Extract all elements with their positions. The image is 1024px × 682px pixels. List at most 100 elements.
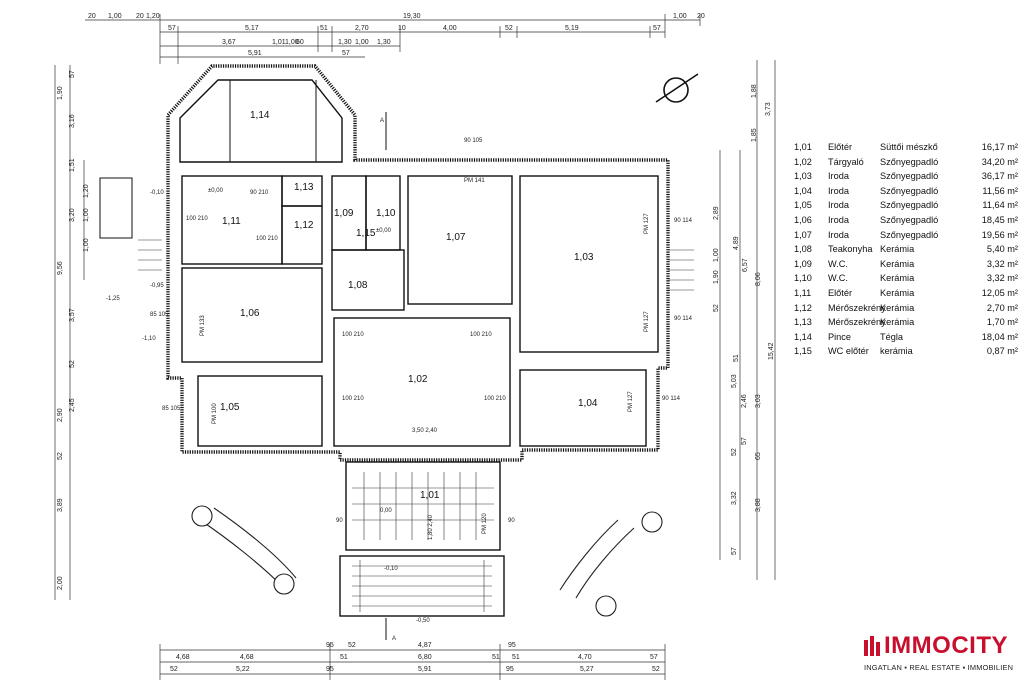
room-name: Iroda: [828, 214, 849, 225]
dimension-lines-right: [719, 60, 776, 580]
dim-bottom-2: 95: [508, 642, 516, 649]
dim-left-10: 2,45: [69, 398, 76, 412]
dim-right-11: 51: [733, 354, 740, 362]
room-number: 1,05: [794, 200, 812, 211]
level-4: -1,10: [142, 336, 156, 342]
dim-right-8: 8,06: [755, 272, 762, 286]
room-label: 1,12: [294, 220, 314, 231]
room-number: 1,13: [794, 317, 812, 328]
dim-right-20: 57: [731, 547, 738, 555]
dim-left-14: 3,89: [57, 498, 64, 512]
room-name: WC előtér: [828, 346, 869, 357]
dim-left-0: 57: [69, 70, 76, 78]
dim-top4-1: 57: [342, 50, 350, 57]
section-mark-top: A: [380, 118, 384, 124]
room-area: 3,32 m²: [986, 258, 1018, 269]
room-name: Teakonyha: [828, 244, 873, 255]
room-1-04-walls: [519, 369, 647, 447]
room-number: 1,10: [794, 273, 812, 284]
opening-7: 100 210: [342, 396, 364, 402]
dim-bottom-3: 4,87: [418, 642, 432, 649]
room-material: Szőnyegpadló: [880, 156, 939, 167]
dim-left-15: 2,00: [57, 576, 64, 590]
room-name: Iroda: [828, 200, 849, 211]
dim-right-14: 57: [741, 437, 748, 445]
room-schedule-row: 1,15 WC előtér kerámia 0,87 m²: [794, 344, 1022, 359]
room-area: 5,40 m²: [986, 244, 1018, 255]
level-7: -0,50: [416, 618, 430, 624]
room-1-03-walls: [519, 175, 659, 353]
room-1-05-walls: [197, 375, 323, 447]
room-label: 1,06: [240, 308, 260, 319]
room-label: 1,11: [222, 216, 241, 227]
room-material: Szőnyegpadló: [880, 185, 939, 196]
dim-left-8: 9,56: [57, 261, 64, 275]
dim-top3-4: 1,30: [338, 39, 352, 46]
room-material: Szőnyegpadló: [880, 171, 939, 182]
dim-left-2: 3,16: [69, 114, 76, 128]
level-1: -0,10: [150, 190, 164, 196]
dim-bottom-8: 4,68: [176, 654, 190, 661]
dim-top3-0: 3,67: [222, 39, 236, 46]
dim-top-5: 1,00: [673, 13, 687, 20]
building-logo-icon: [864, 636, 880, 656]
dim-bottom-14: 5,91: [418, 666, 432, 673]
room-number: 1,07: [794, 229, 812, 240]
dim-bottom-11: 51: [512, 654, 520, 661]
room-number: 1,03: [794, 171, 812, 182]
dimension-text-bottom: 95 52 95 4,87 4,68 51 4,70 57 4,68 6,80 …: [170, 642, 660, 673]
level-2: -0,95: [150, 283, 164, 289]
room-area: 11,64 m²: [982, 200, 1018, 211]
dim-left-13: 52: [57, 452, 64, 460]
room-area: 0,87 m²: [986, 346, 1018, 357]
room-name: W.C.: [828, 258, 848, 269]
section-marks: A A: [380, 112, 396, 642]
room-schedule-row: 1,11 Előtér Kerámia 12,05 m²: [794, 286, 1022, 301]
dim-right-16: 52: [731, 448, 738, 456]
room-label: 1,15: [356, 228, 376, 239]
dimension-text-right: 1,88 3,73 1,85 2,89 4,89 1,90 1,00 6,57 …: [713, 84, 775, 555]
room-label: 1,02: [408, 374, 428, 385]
opening-22: 90: [336, 518, 343, 524]
room-material: Szőnyegpadló: [880, 214, 939, 225]
room-material: Kerámia: [880, 244, 915, 255]
terrace-walls: [339, 555, 505, 617]
dimension-lines-bottom: [159, 644, 666, 680]
opening-11: PM 127: [644, 213, 650, 234]
room-schedule-row: 1,06 Iroda Szőnyegpadló 18,45 m²: [794, 213, 1022, 228]
level-3: -1,25: [106, 296, 120, 302]
building-walls: [99, 64, 670, 617]
dim-right-9: 52: [713, 304, 720, 312]
curved-stairs: [191, 505, 663, 617]
dim-bottom-18: 52: [652, 666, 660, 673]
section-mark-bottom: A: [392, 636, 396, 642]
opening-6: 100 210: [470, 332, 492, 338]
opening-labels: 100 210 100 210 90 210 85 105 PM 133 100…: [150, 138, 693, 540]
room-name: Mérőszekrény: [828, 317, 886, 328]
dim-left-7: 1,51: [69, 158, 76, 172]
room-area: 11,56 m²: [982, 185, 1018, 196]
dim-bottom-15: 95: [506, 666, 514, 673]
room-label: 1,10: [376, 208, 396, 219]
dim-bottom-13: 95: [326, 666, 334, 673]
dim-left-4: 3,20: [69, 208, 76, 222]
dim-right-17: 15,42: [768, 342, 775, 360]
dim-bottom-7: 57: [650, 654, 658, 661]
room-area: 18,45 m²: [981, 214, 1018, 225]
dim-top-4: 19,30: [403, 13, 421, 20]
dim-top-1: 1,00: [108, 13, 122, 20]
room-1-02-walls: [333, 317, 511, 447]
level-markers: ±0,00 -0,10 -0,95 -1,25 -1,10 0,00 -0,10…: [106, 188, 430, 624]
opening-9: PM 141: [464, 178, 485, 184]
dim-left-5: 1,00: [83, 208, 90, 222]
room-schedule-row: 1,12 Mérőszekrény Kerámia 2,70 m²: [794, 301, 1022, 316]
room-name: Pince: [828, 331, 851, 342]
room-area: 2,70 m²: [986, 302, 1018, 313]
dim-top3-2: 1,00: [285, 39, 299, 46]
room-schedule-row: 1,01 Előtér Süttői mészkő 16,17 m²: [794, 140, 1022, 155]
entrance-walls: [345, 461, 501, 551]
room-number: 1,11: [794, 287, 812, 298]
opening-13: PM 127: [644, 311, 650, 332]
room-1-07-walls: [407, 175, 513, 305]
room-number: 1,09: [794, 258, 812, 269]
